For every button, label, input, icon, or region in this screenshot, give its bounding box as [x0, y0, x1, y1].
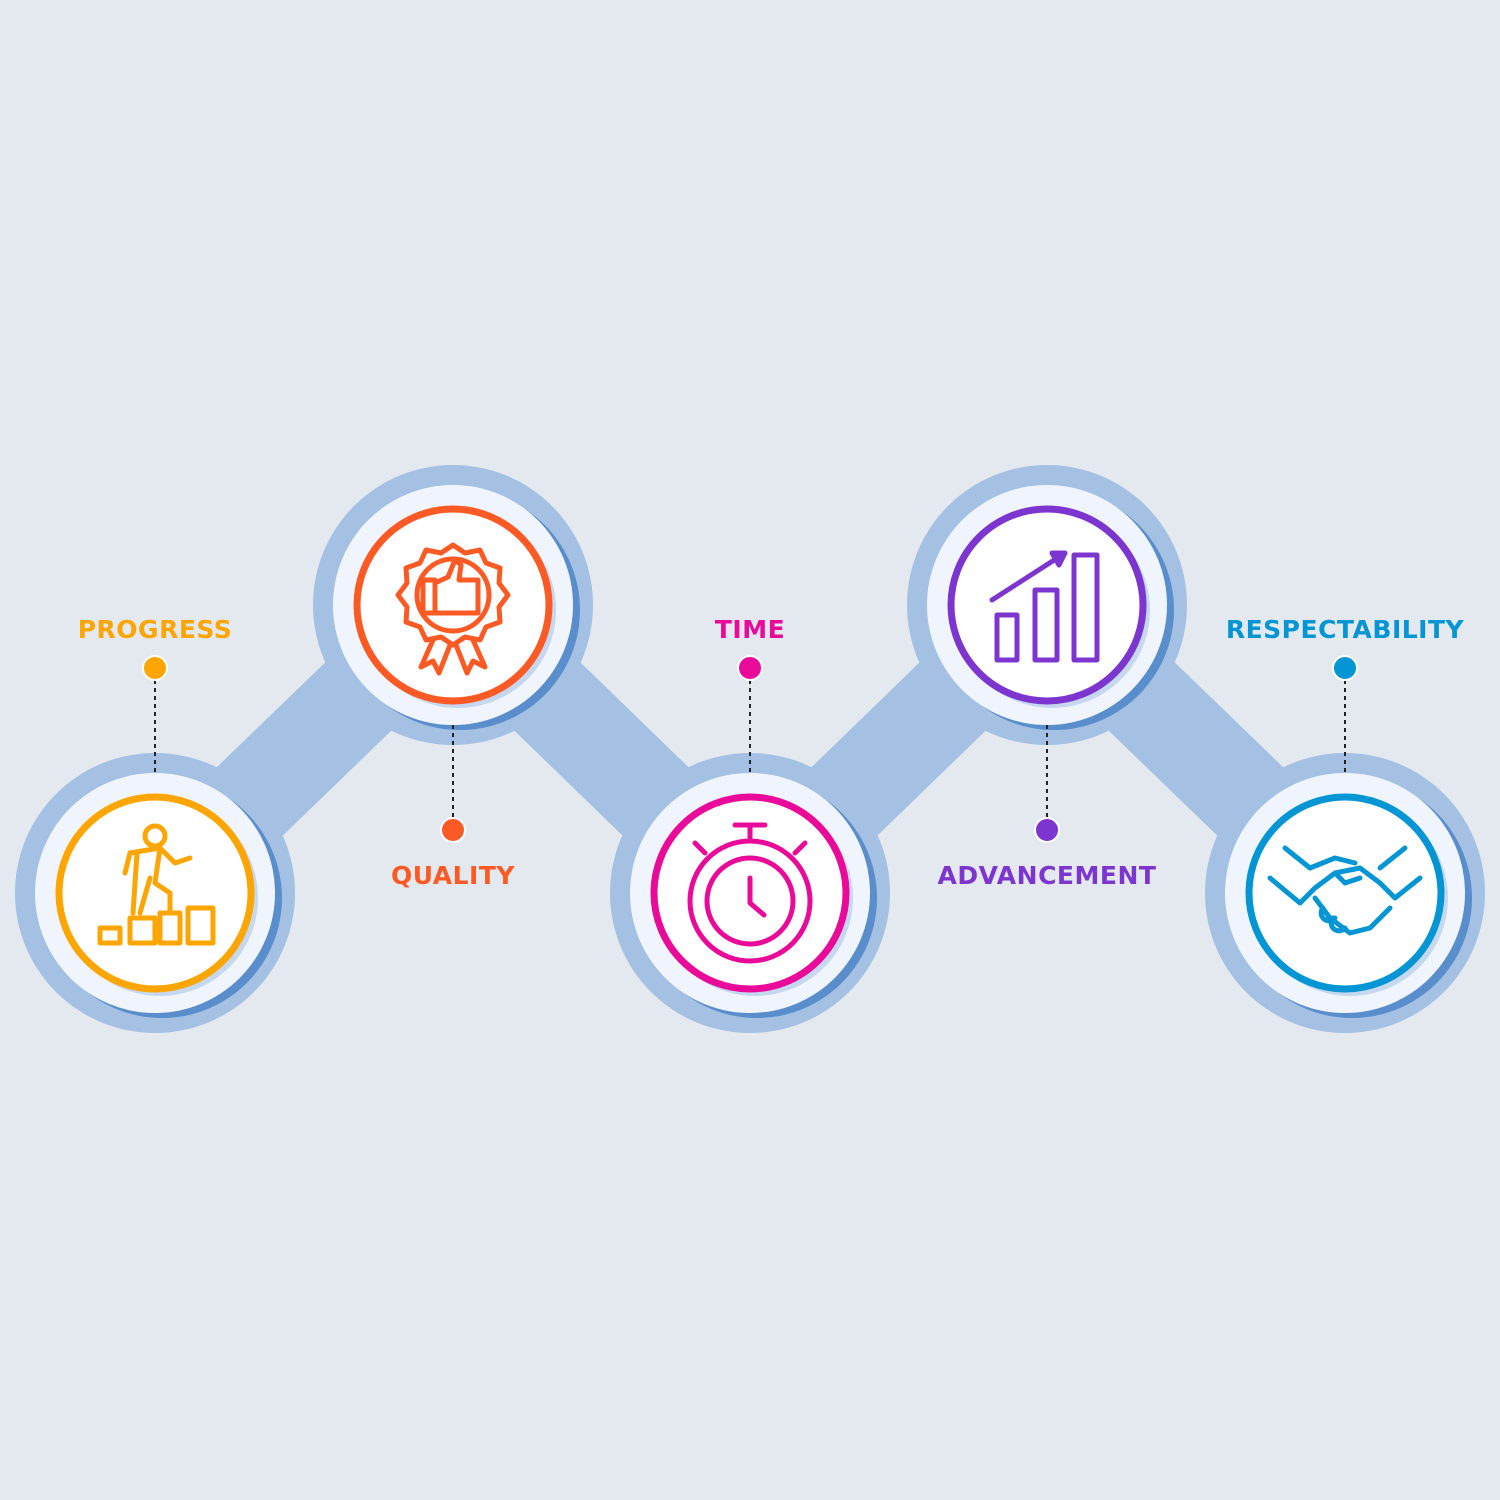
step-label: TIME — [714, 615, 786, 644]
step-label: ADVANCEMENT — [937, 861, 1157, 890]
stairs-climber-icon — [97, 823, 216, 946]
color-ring — [947, 505, 1147, 705]
step-node-advancement — [907, 465, 1187, 843]
marker-dot — [1034, 817, 1060, 843]
step-node-quality — [313, 465, 593, 843]
color-ring — [1245, 793, 1445, 993]
step-node-time — [610, 655, 890, 1033]
quality-badge-thumbs-up-icon — [395, 542, 511, 676]
step-label: RESPECTABILITY — [1225, 615, 1465, 644]
marker-dot — [737, 655, 763, 681]
handshake-icon — [1267, 845, 1423, 936]
marker-dot — [440, 817, 466, 843]
color-ring — [353, 505, 553, 705]
step-node-respectability — [1205, 655, 1485, 1033]
marker-dot — [1332, 655, 1358, 681]
stopwatch-icon — [687, 822, 813, 964]
bar-chart-growth-icon — [989, 550, 1100, 663]
marker-dot — [142, 655, 168, 681]
step-label: PROGRESS — [77, 615, 233, 644]
step-label: QUALITY — [390, 861, 516, 890]
step-node-progress — [15, 655, 295, 1033]
